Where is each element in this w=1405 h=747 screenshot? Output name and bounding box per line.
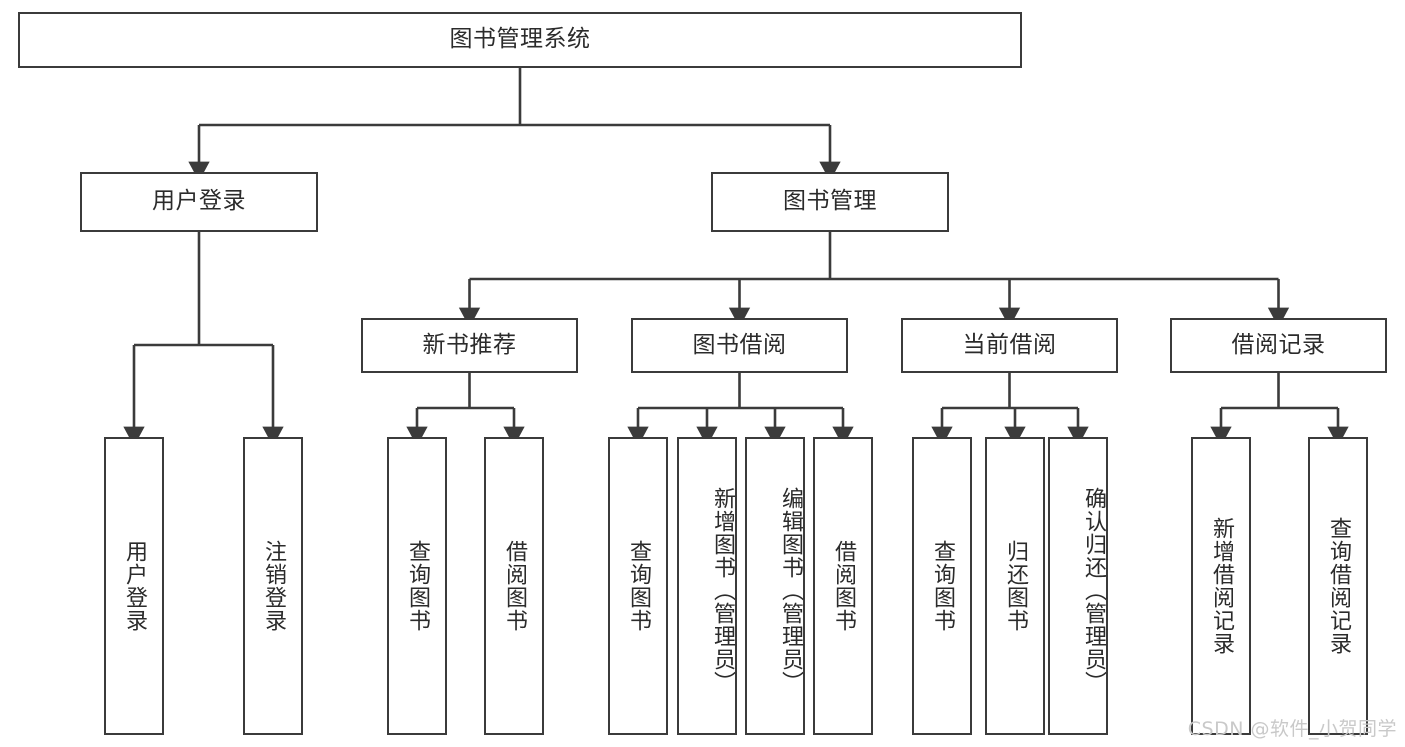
node-leaf-user-logout: 注销登录 bbox=[243, 437, 303, 735]
node-label: 编辑图书（管理员） bbox=[778, 486, 803, 694]
node-leaf-rec-borrow-book: 借阅图书 bbox=[484, 437, 544, 735]
node-borrow-record: 借阅记录 bbox=[1170, 318, 1387, 373]
node-label: 图书管理系统 bbox=[449, 26, 591, 53]
node-current-borrow: 当前借阅 bbox=[901, 318, 1118, 373]
node-label: 图书借阅 bbox=[692, 331, 787, 358]
node-book-manage: 图书管理 bbox=[711, 172, 949, 232]
node-label: 查询借阅记录 bbox=[1325, 517, 1351, 655]
node-root: 图书管理系统 bbox=[18, 12, 1022, 68]
node-label: 新增借阅记录 bbox=[1208, 517, 1234, 655]
node-label: 借阅图书 bbox=[830, 540, 856, 632]
node-leaf-borrow-borrow-book: 借阅图书 bbox=[813, 437, 873, 735]
node-label: 归还图书 bbox=[1002, 540, 1028, 632]
node-label: 当前借阅 bbox=[962, 331, 1057, 358]
node-leaf-current-query-book: 查询图书 bbox=[912, 437, 972, 735]
node-label: 借阅图书 bbox=[501, 540, 527, 632]
node-label: 查询图书 bbox=[404, 540, 430, 632]
node-label: 注销登录 bbox=[260, 540, 286, 632]
node-label: 新书推荐 bbox=[422, 331, 517, 358]
node-label: 借阅记录 bbox=[1231, 331, 1326, 358]
node-label: 查询图书 bbox=[625, 540, 651, 632]
node-label: 用户登录 bbox=[152, 188, 246, 215]
node-new-book-rec: 新书推荐 bbox=[361, 318, 578, 373]
node-leaf-borrow-add-book: 新增图书（管理员） bbox=[677, 437, 737, 735]
node-label: 用户登录 bbox=[121, 540, 147, 632]
node-leaf-rec-query-book: 查询图书 bbox=[387, 437, 447, 735]
node-leaf-borrow-query-book: 查询图书 bbox=[608, 437, 668, 735]
node-label: 确认归还（管理员） bbox=[1081, 486, 1106, 694]
node-leaf-current-confirm-return: 确认归还（管理员） bbox=[1048, 437, 1108, 735]
node-label: 新增图书（管理员） bbox=[710, 486, 735, 694]
node-user-login: 用户登录 bbox=[80, 172, 318, 232]
node-label: 查询图书 bbox=[929, 540, 955, 632]
node-leaf-record-add: 新增借阅记录 bbox=[1191, 437, 1251, 735]
node-leaf-current-return-book: 归还图书 bbox=[985, 437, 1045, 735]
node-leaf-record-query: 查询借阅记录 bbox=[1308, 437, 1368, 735]
node-label: 图书管理 bbox=[783, 188, 877, 215]
csdn-watermark: CSDN @软件_小贺同学 bbox=[1187, 718, 1397, 740]
node-leaf-user-login: 用户登录 bbox=[104, 437, 164, 735]
node-book-borrow: 图书借阅 bbox=[631, 318, 848, 373]
node-leaf-borrow-edit-book: 编辑图书（管理员） bbox=[745, 437, 805, 735]
